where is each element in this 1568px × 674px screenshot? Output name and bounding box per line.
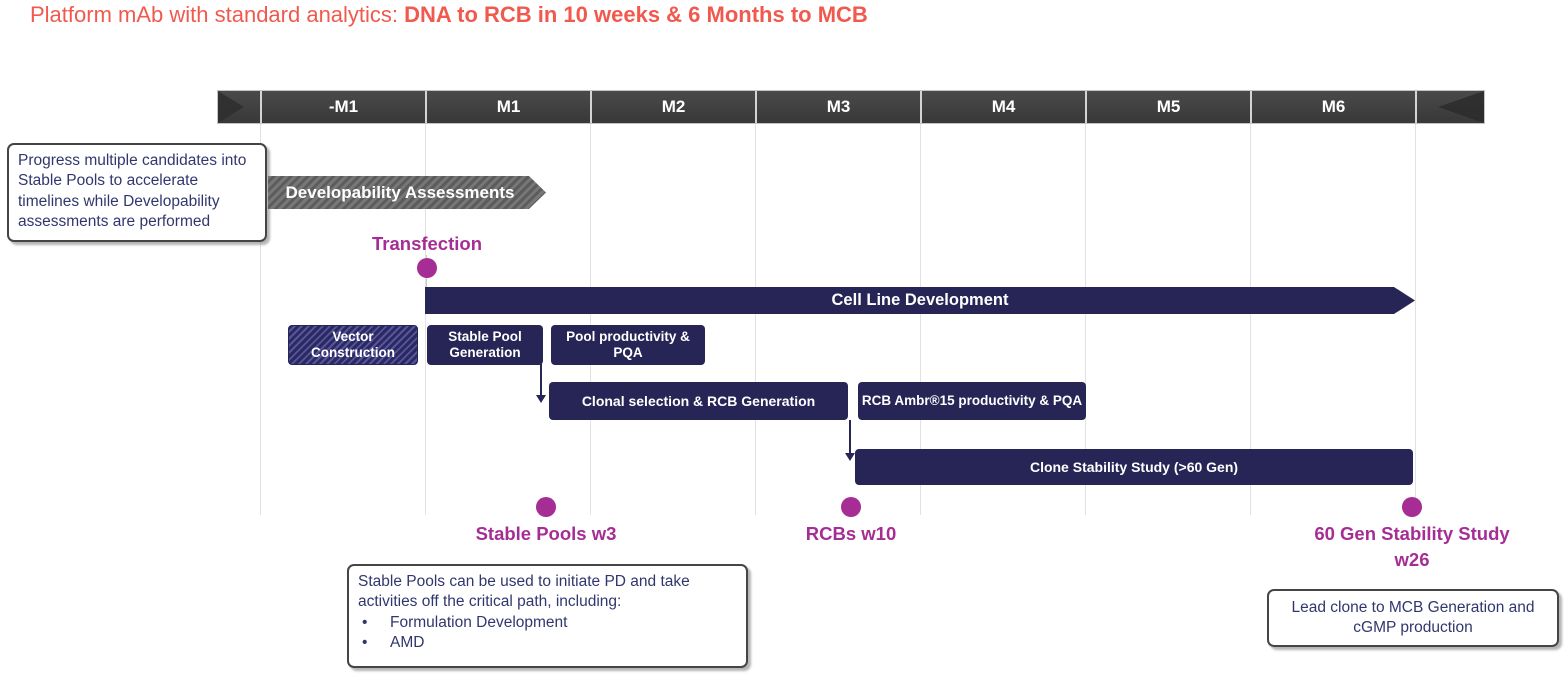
bar-developability-assessments-label: Developability Assessments [285,182,515,202]
callout-stable-pools-pd-intro: Stable Pools can be used to initiate PD … [358,573,690,611]
timeline-start-arrow-icon [218,91,244,123]
timeline-end-arrow-icon [1438,91,1484,123]
page-title-prefix: Platform mAb with standard analytics: [30,2,405,27]
callout-lead-clone-mcb: Lead clone to MCB Generation and cGMP pr… [1267,589,1559,647]
bar-cell-line-development-label: Cell Line Development [831,291,1009,309]
gridline-m4 [920,123,921,515]
connector-clonal-to-stability-arrow-icon [845,453,855,461]
callout-bullet-amd: AMD [358,633,737,653]
task-clone-stability-study-label: Clone Stability Study (>60 Gen) [1029,458,1239,475]
milestone-label-stable-pools-w3: Stable Pools w3 [475,523,617,544]
month-cell-m2: M2 [590,91,755,123]
gridline-m6 [1250,123,1251,515]
page-title: Platform mAb with standard analytics: DN… [30,2,868,28]
month-cell-m4: M4 [920,91,1085,123]
task-clonal-selection-rcb: Clonal selection & RCB Generation [549,382,848,420]
task-clonal-selection-rcb-label: Clonal selection & RCB Generation [581,392,816,409]
gridline-m3 [755,123,756,515]
month-cell-m6: M6 [1250,91,1415,123]
callout-bullet-amd-text: AMD [390,634,425,652]
milestone-dot-transfection [417,258,437,278]
callout-bullet-formulation-text: Formulation Development [390,613,568,631]
month-cell-m3: M3 [755,91,920,123]
milestone-label-60gen-line2: w26 [1394,548,1430,570]
gridline-m1-start [260,123,261,515]
timeline-trail-segment [1415,91,1484,123]
task-rcb-ambr-productivity-pqa: RCB Ambr®15 productivity & PQA [858,382,1086,420]
page-title-highlight: DNA to RCB in 10 weeks & 6 Months to MCB [404,2,868,27]
gridline-m6-end [1415,123,1416,515]
gridline-m1 [425,123,426,515]
task-rcb-ambr-productivity-pqa-label: RCB Ambr®15 productivity & PQA [861,393,1083,409]
timeline-header: -M1 M1 M2 M3 M4 M5 M6 [217,90,1485,124]
task-pool-productivity-pqa: Pool productivity & PQA [551,325,705,365]
milestone-dot-rcbs-w10 [841,497,861,517]
task-pool-productivity-pqa-label: Pool productivity & PQA [566,329,690,360]
callout-progress-candidates: Progress multiple candidates into Stable… [7,143,267,242]
connector-clonal-to-stability-line [849,420,851,453]
milestone-label-60gen-line1: 60 Gen Stability Study [1314,523,1510,544]
callout-bullet-formulation: Formulation Development [358,613,737,633]
callout-stable-pools-pd: Stable Pools can be used to initiate PD … [347,564,748,668]
milestone-label-rcbs-w10: RCBs w10 [805,523,897,544]
task-clone-stability-study: Clone Stability Study (>60 Gen) [855,449,1413,485]
milestone-dot-stable-pools-w3 [536,497,556,517]
gridline-m2 [590,123,591,515]
month-cell-m1: M1 [425,91,590,123]
connector-stablepool-to-clonal-arrow-icon [536,395,546,403]
milestone-label-transfection: Transfection [372,233,482,254]
bar-developability-assessments: Developability Assessments [268,176,546,209]
task-stable-pool-generation: Stable Pool Generation [427,325,543,365]
bar-cell-line-development: Cell Line Development [425,287,1415,314]
task-stable-pool-generation-label: Stable Pool Generation [448,329,522,360]
month-cell-minus-m1: -M1 [260,91,425,123]
milestone-label-60gen: 60 Gen Stability Study w26 [1262,521,1562,573]
timeline-lead-segment [218,91,260,123]
task-vector-construction: Vector Construction [288,325,418,365]
callout-progress-candidates-text: Progress multiple candidates into Stable… [18,152,247,231]
task-vector-construction-label: Vector Construction [311,329,395,360]
milestone-dot-60gen-w26 [1402,497,1422,517]
month-cell-m5: M5 [1085,91,1250,123]
connector-stablepool-to-clonal-line [540,364,542,395]
gridline-m5 [1085,123,1086,515]
callout-lead-clone-mcb-text: Lead clone to MCB Generation and cGMP pr… [1291,598,1535,636]
